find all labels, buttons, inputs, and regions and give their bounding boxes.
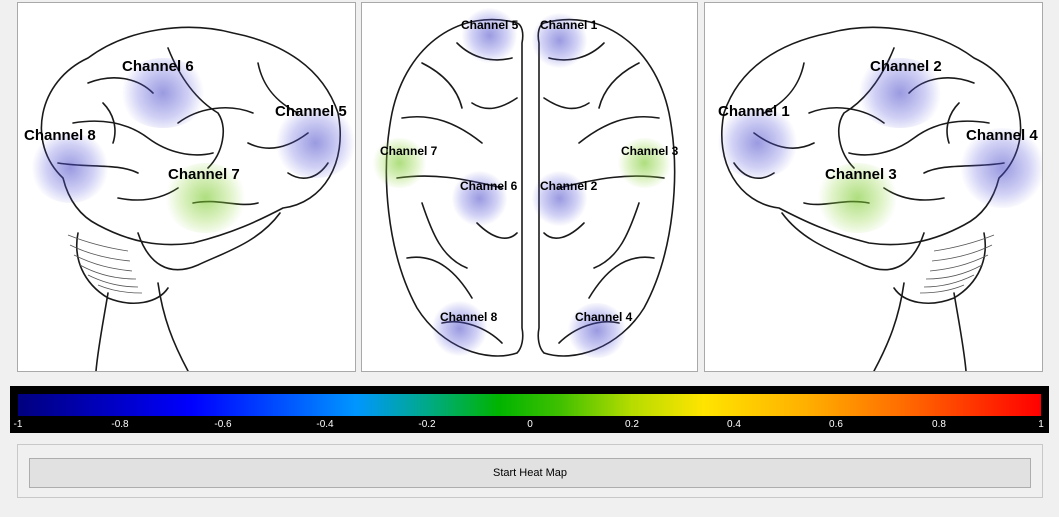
colorbar: -1 -0.8 -0.6 -0.4 -0.2 0 0.2 0.4 0.6 0.8… bbox=[10, 386, 1049, 433]
channel-label: Channel 5 bbox=[275, 103, 347, 120]
channel-label: Channel 1 bbox=[718, 103, 790, 120]
channel-label: Channel 6 bbox=[460, 179, 518, 193]
brain-top-drawing bbox=[385, 18, 676, 357]
channel-label: Channel 3 bbox=[825, 166, 897, 183]
channel-label: Channel 7 bbox=[168, 166, 240, 183]
colorbar-tick: 0.8 bbox=[932, 419, 946, 430]
channel-label: Channel 7 bbox=[380, 144, 438, 158]
colorbar-tick: -0.6 bbox=[214, 419, 232, 430]
channel-label: Channel 8 bbox=[440, 310, 498, 324]
colorbar-tick: 0 bbox=[527, 419, 533, 430]
channel-label: Channel 1 bbox=[540, 18, 598, 32]
brain-panel-right-lateral: Channel 2 Channel 1 Channel 4 Channel 3 bbox=[704, 2, 1043, 372]
brain-panel-left-lateral: Channel 6 Channel 5 Channel 8 Channel 7 bbox=[17, 2, 356, 372]
colorbar-tick: -1 bbox=[13, 419, 23, 430]
colorbar-tick: 0.4 bbox=[727, 419, 741, 430]
channel-label: Channel 2 bbox=[870, 58, 942, 75]
channel-label: Channel 4 bbox=[966, 127, 1038, 144]
colorbar-tick: 0.6 bbox=[829, 419, 843, 430]
controls-group: Start Heat Map bbox=[17, 444, 1043, 498]
colorbar-tick: -0.4 bbox=[316, 419, 334, 430]
channel-label: Channel 2 bbox=[540, 179, 598, 193]
colorbar-tick: 1 bbox=[1038, 419, 1044, 430]
channel-label: Channel 4 bbox=[575, 310, 633, 324]
channel-label: Channel 5 bbox=[461, 18, 519, 32]
colorbar-tick: -0.8 bbox=[111, 419, 129, 430]
colorbar-tick: -0.2 bbox=[418, 419, 436, 430]
brain-panel-top: Channel 5 Channel 1 Channel 7 Channel 3 … bbox=[361, 2, 698, 372]
start-heat-map-button[interactable]: Start Heat Map bbox=[29, 458, 1031, 488]
channel-label: Channel 8 bbox=[24, 127, 96, 144]
channel-label: Channel 6 bbox=[122, 58, 194, 75]
colorbar-tick: 0.2 bbox=[625, 419, 639, 430]
channel-label: Channel 3 bbox=[621, 144, 679, 158]
colorbar-gradient bbox=[18, 394, 1041, 416]
